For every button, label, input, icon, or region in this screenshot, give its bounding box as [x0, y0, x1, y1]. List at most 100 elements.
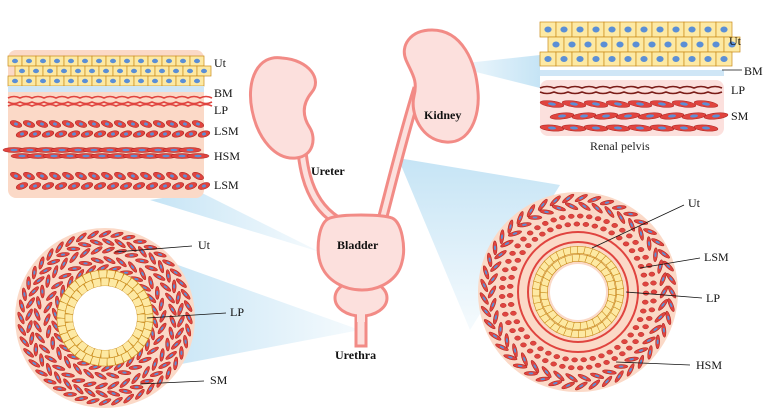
urothelial-nucleus	[138, 58, 144, 64]
muscle-cell-nucleus	[505, 338, 508, 343]
muscle-cell-nucleus	[59, 184, 63, 188]
circular-muscle-cell	[43, 301, 53, 314]
longitudinal-muscle-bundle	[499, 276, 507, 281]
urothelial-nucleus	[664, 41, 672, 48]
circular-muscle-cell	[83, 381, 97, 387]
circular-muscle-cell	[117, 370, 132, 375]
beam-bottom-left	[150, 255, 360, 370]
circular-muscle-cell	[114, 239, 126, 248]
muscle-cell-nucleus	[194, 154, 202, 158]
longitudinal-muscle-bundle	[508, 274, 515, 280]
lumen	[550, 264, 606, 320]
muscle-cell-nucleus	[124, 184, 128, 188]
circular-muscle-cell	[63, 355, 71, 369]
muscle-cell-nucleus	[166, 261, 171, 265]
muscle-cell-nucleus	[179, 307, 182, 312]
muscle-cell-nucleus	[27, 122, 31, 126]
smooth-muscle-cell	[549, 112, 575, 120]
muscle-cell-nucleus	[592, 102, 600, 106]
circular-muscle-cell	[43, 378, 57, 385]
muscle-cell-nucleus	[177, 331, 182, 335]
muscle-cell-nucleus	[93, 365, 98, 369]
circular-muscle-cell	[171, 339, 182, 350]
muscle-cell-nucleus	[134, 386, 139, 389]
urothelial-nucleus	[552, 41, 560, 48]
helical-muscle-cell	[487, 285, 497, 299]
muscle-cell-nucleus	[75, 367, 79, 371]
longitudinal-muscle-bundle	[523, 334, 531, 340]
caption-renal-pelvis: Renal pelvis	[590, 139, 650, 153]
helical-muscle-cell	[146, 147, 170, 153]
muscle-cell-nucleus	[47, 367, 51, 372]
muscle-cell-nucleus	[661, 276, 665, 282]
muscle-cell-nucleus	[102, 232, 108, 236]
circular-muscle-cell	[158, 297, 164, 311]
urothelial-nucleus	[544, 56, 552, 62]
muscle-cell-nucleus	[614, 102, 622, 106]
muscle-cell-nucleus	[66, 154, 74, 158]
muscle-cell-nucleus	[604, 201, 610, 204]
circular-muscle-cell	[124, 253, 139, 258]
circular-muscle-cell	[73, 384, 84, 395]
longitudinal-muscle-bundle	[506, 293, 514, 298]
longitudinal-muscle-bundle	[650, 289, 658, 295]
label-urethra: Urethra	[335, 348, 376, 362]
helical-muscle-cell	[649, 324, 662, 334]
helical-muscle-cell	[162, 147, 186, 153]
muscle-cell-nucleus	[669, 276, 673, 281]
urothelial-nucleus	[54, 58, 60, 64]
urothelial-nucleus	[624, 26, 632, 33]
circular-muscle-cell	[165, 269, 171, 283]
muscle-cell-nucleus	[118, 241, 122, 246]
smooth-muscle-cell	[671, 100, 697, 108]
helical-muscle-cell	[628, 217, 636, 232]
muscle-cell-nucleus	[61, 289, 64, 294]
muscle-cell-nucleus	[114, 233, 120, 236]
muscle-cell-nucleus	[179, 319, 183, 324]
muscle-cell-nucleus	[670, 289, 674, 295]
helical-muscle-cell	[553, 370, 565, 382]
longitudinal-muscle-cell	[184, 130, 198, 138]
circular-muscle-cell	[38, 344, 50, 354]
longitudinal-muscle-cell	[127, 120, 139, 128]
muscle-cell-nucleus	[76, 379, 81, 382]
helical-muscle-cell	[661, 323, 667, 338]
longitudinal-muscle-cell	[16, 182, 28, 190]
muscle-cell-nucleus	[171, 307, 174, 312]
muscle-cell-nucleus	[629, 367, 632, 373]
helical-muscle-cell	[604, 206, 615, 218]
longitudinal-muscle-cell	[23, 120, 35, 128]
urothelium-ring	[532, 246, 624, 338]
longitudinal-muscle-cell	[67, 130, 81, 138]
longitudinal-muscle-bundle	[636, 317, 644, 322]
helical-muscle-cell	[66, 147, 90, 153]
muscle-cell-nucleus	[33, 132, 37, 136]
longitudinal-muscle-bundle	[514, 257, 522, 263]
muscle-cell-nucleus	[668, 114, 676, 118]
urothelial-nucleus	[640, 26, 648, 33]
muscle-cell-nucleus	[157, 122, 161, 126]
longitudinal-muscle-cell	[197, 130, 211, 138]
muscle-cell-nucleus	[540, 378, 546, 381]
circular-muscle-cell	[111, 396, 123, 406]
muscle-cell-nucleus	[629, 358, 634, 361]
muscle-cell-nucleus	[57, 387, 62, 390]
muscle-cell-nucleus	[160, 326, 164, 331]
urothelial-nucleus	[656, 26, 664, 33]
circular-muscle-cell	[33, 276, 45, 285]
longitudinal-muscle-bundle	[568, 365, 575, 371]
longitudinal-muscle-cell	[133, 182, 145, 190]
muscle-cell-nucleus	[54, 269, 57, 274]
muscle-cell-nucleus	[157, 174, 161, 178]
helical-muscle-cell	[642, 336, 656, 345]
muscle-cell-nucleus	[161, 352, 164, 358]
longitudinal-muscle-bundle	[550, 361, 557, 367]
muscle-cell-nucleus	[167, 273, 170, 279]
longitudinal-muscle-bundle	[510, 310, 517, 316]
muscle-cell-nucleus	[614, 126, 622, 130]
muscle-cell-nucleus	[39, 371, 44, 375]
circular-muscle-cell	[95, 382, 108, 390]
circular-muscle-cell	[44, 355, 57, 363]
muscle-cell-nucleus	[517, 365, 523, 368]
label-lp: LP	[230, 305, 244, 319]
